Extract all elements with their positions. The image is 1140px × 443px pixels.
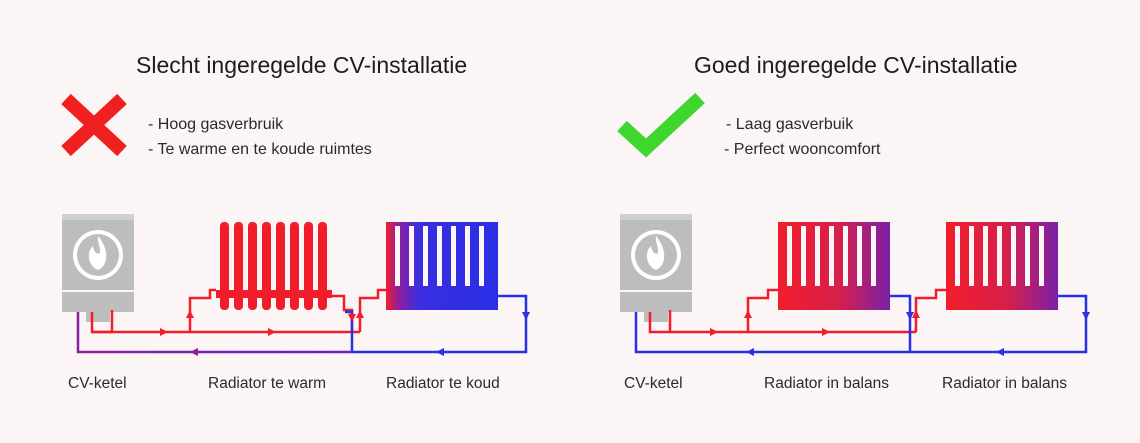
boiler-icon [62, 214, 134, 322]
cross-icon [61, 93, 127, 157]
left-panel: Slecht ingeregelde CV-installatie - Hoog… [61, 52, 530, 392]
right-label-radiator-1: Radiator in balans [764, 375, 889, 392]
right-bullet-2: - Perfect wooncomfort [724, 141, 881, 158]
left-bullet-1: - Hoog gasverbruik [148, 116, 284, 133]
right-bullet-1: - Laag gasverbuik [726, 116, 854, 133]
right-title: Goed ingeregelde CV-installatie [694, 52, 1018, 78]
left-bullet-2: - Te warme en te koude ruimtes [148, 141, 372, 158]
left-label-boiler: CV-ketel [68, 375, 127, 392]
left-title: Slecht ingeregelde CV-installatie [136, 52, 468, 78]
right-heating-diagram [620, 214, 1090, 356]
radiator-balanced-2 [946, 222, 1058, 310]
left-label-radiator-1: Radiator te warm [208, 375, 327, 392]
radiator-too-cold [386, 222, 498, 310]
radiator-too-warm [216, 222, 332, 310]
left-heating-diagram [62, 214, 530, 356]
right-label-boiler: CV-ketel [624, 375, 683, 392]
check-icon [617, 92, 705, 158]
left-label-radiator-2: Radiator te koud [386, 375, 500, 392]
boiler-icon [620, 214, 692, 322]
right-panel: Goed ingeregelde CV-installatie - Laag g… [570, 0, 1140, 443]
radiator-balanced-1 [778, 222, 890, 310]
right-label-radiator-2: Radiator in balans [942, 375, 1067, 392]
